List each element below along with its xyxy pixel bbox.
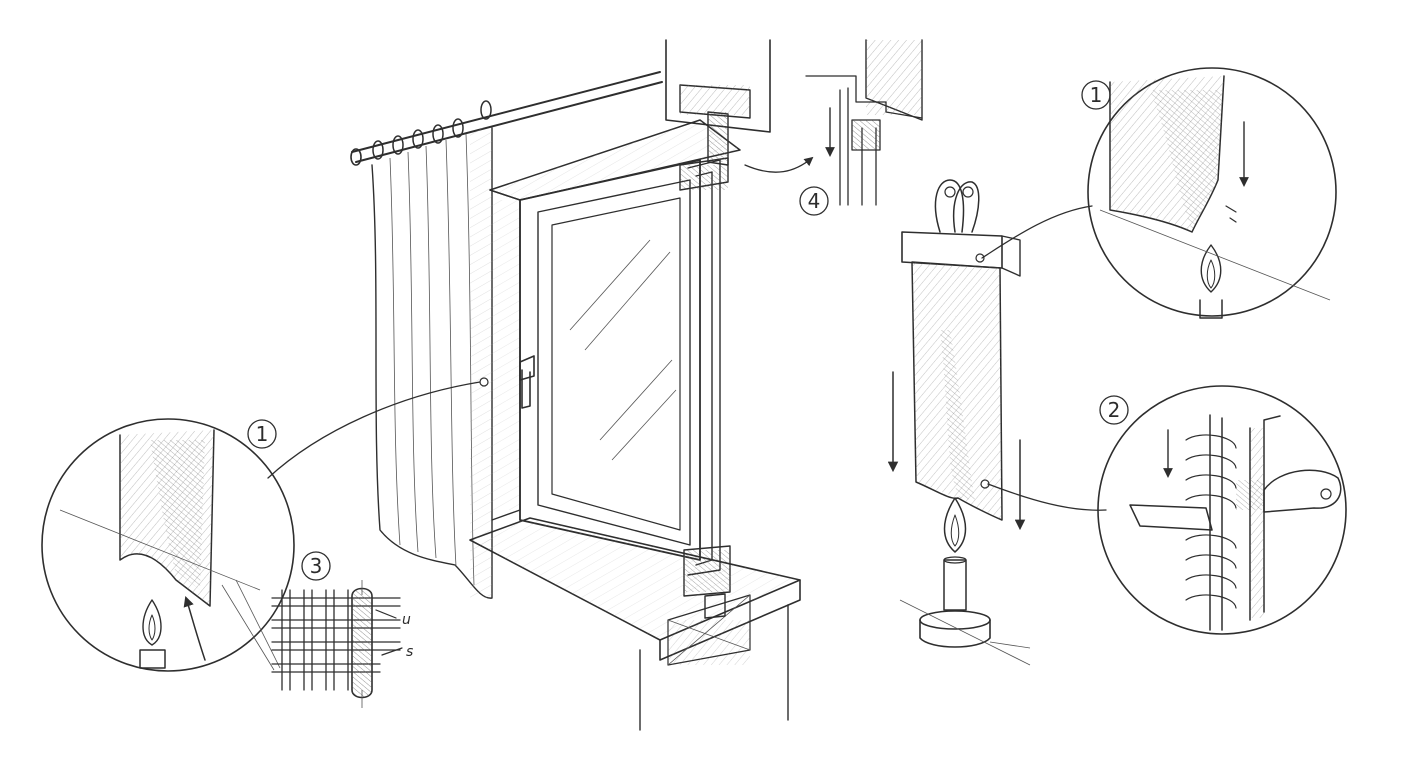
callout-4-label: 4: [808, 189, 821, 213]
weave-detail: [221, 579, 403, 708]
detail-circle-right-top: [1087, 67, 1337, 319]
callout-2-label: 2: [1108, 398, 1121, 422]
callout-3: 3: [301, 551, 331, 581]
callout-1-left: 1: [247, 419, 277, 449]
callout-1-left-label: 1: [256, 422, 269, 446]
weave-label-s: s: [406, 644, 413, 660]
detail-circle-left: [41, 381, 481, 672]
weave-label-u: u: [402, 612, 411, 628]
curtain: [371, 127, 493, 599]
window-frame: [469, 39, 801, 731]
detail-circle-right-bottom: [1097, 385, 1347, 635]
curtain-rod: [350, 71, 663, 166]
callout-2: 2: [1099, 395, 1129, 425]
callout-3-label: 3: [310, 554, 323, 578]
callout-1-right-label: 1: [1090, 83, 1103, 107]
section-detail: [744, 39, 923, 206]
fabric-sample: [887, 179, 1107, 666]
callout-4: 4: [799, 186, 829, 216]
callout-1-right: 1: [1081, 80, 1111, 110]
